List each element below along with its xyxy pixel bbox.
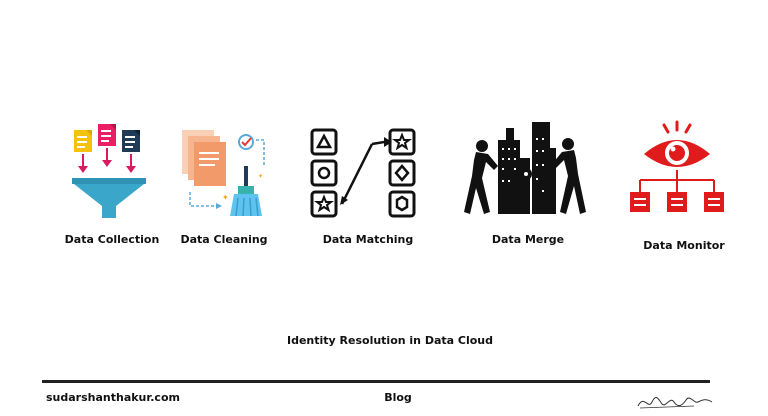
footer-blog-link[interactable]: Blog (384, 391, 412, 404)
stage-label-merge: Data Merge (491, 233, 565, 246)
stage-label-monitor: Data Monitor (643, 239, 725, 252)
footer-divider (42, 380, 710, 383)
funnel-documents-icon (70, 122, 148, 222)
documents-broom-icon: ✦ ✦ (180, 126, 270, 218)
signature-image (634, 390, 714, 412)
eye-hierarchy-icon (628, 118, 726, 218)
stage-label-collection: Data Collection (64, 233, 160, 246)
svg-text:✦: ✦ (222, 193, 229, 202)
people-merging-buildings-icon (462, 118, 590, 216)
shapes-matching-icon (308, 126, 420, 220)
svg-text:✦: ✦ (258, 173, 263, 180)
footer-site-link[interactable]: sudarshanthakur.com (46, 391, 180, 404)
stage-label-cleaning: Data Cleaning (180, 233, 268, 246)
figure-caption: Identity Resolution in Data Cloud (286, 334, 494, 347)
stage-label-matching: Data Matching (322, 233, 414, 246)
